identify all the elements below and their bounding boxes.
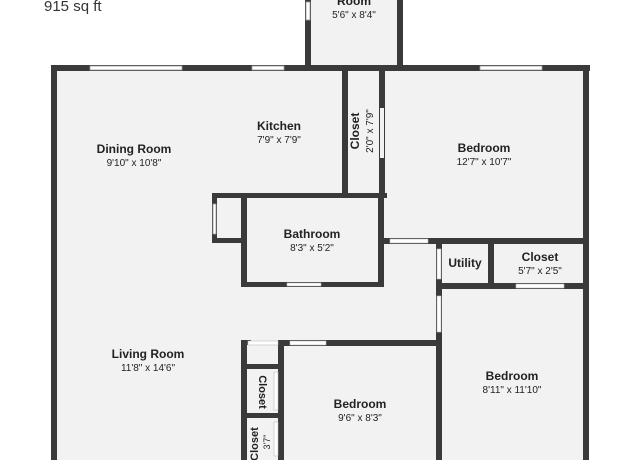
door-gap-closet [380,108,384,158]
wall-bath-west [241,193,247,286]
wall-stub-bottom [212,238,247,243]
wall-top-room-right [397,0,403,70]
bedroom-se-dims: 8'11" x 11'10" [483,385,542,396]
door-gap-closet-mid [273,371,279,411]
bathroom-name: Bathroom [284,227,341,241]
top-room-name: Room [337,0,371,8]
closet-bottom-name: Closet [249,427,261,460]
dining-dims: 9'10" x 10'8" [107,158,162,169]
wall-bedroom-s-top [278,340,442,346]
wall-exterior-top [51,65,590,71]
window-top-room [305,1,311,21]
utility-name: Utility [448,256,482,270]
door-gap-bath [286,282,322,287]
wall-bedroom-ne-south [380,238,589,244]
window-pantry [212,203,217,235]
bedroom-s-name: Bedroom [334,397,387,411]
kitchen-name: Kitchen [257,119,301,133]
living-name: Living Room [112,347,185,361]
room-labels: Room 5'6" x 8'4" Kitchen 7'9" x 7'9" Din… [97,0,563,460]
closet-upper-name: Closet [348,113,362,150]
door-gap-bedroom-se [436,295,442,333]
door-gap-bedroom-s [289,340,327,346]
windows [89,1,565,457]
bedroom-ne-dims: 12'7" x 10'7" [457,157,512,168]
floor-main [52,68,587,460]
wall-closets-west [241,340,247,460]
closet-mid-name: Closet [256,375,268,409]
wall-exterior-right [583,65,589,460]
total-area-label: 915 sq ft [44,0,102,15]
door-gap-closet-right [515,283,565,289]
dining-name: Dining Room [97,142,172,156]
window-bedroom-ne [479,65,543,71]
wall-closets-top [241,340,251,345]
closet-upper-dims: 2'0" x 7'9" [365,109,376,153]
window-kitchen [251,65,285,71]
wall-kitchen-east [342,68,348,197]
bedroom-s-dims: 9'6" x 8'3" [338,413,382,424]
closet-right-name: Closet [522,250,559,264]
kitchen-dims: 7'9" x 7'9" [257,135,301,146]
wall-utility-south [436,283,589,289]
door-gap-closet-bottom [273,421,279,457]
living-dims: 11'8" x 14'6" [121,363,176,374]
top-room-dims: 5'6" x 8'4" [332,10,376,21]
wall-utility-east [488,238,494,287]
floor-top-room [308,0,400,68]
door-gap-utility [436,248,442,280]
bathroom-dims: 8'3" x 5'2" [290,243,334,254]
wall-closet-mid-top [241,364,284,369]
wall-bedroom-se-west [436,283,442,460]
wall-kitchen-south [212,193,387,198]
door-gap-bedroom-ne [389,238,429,244]
closet-bottom-dims: 3'7" [262,435,272,450]
closet-right-dims: 5'7" x 2'5" [518,266,562,277]
floor-fill [52,0,587,460]
window-dining [89,65,183,71]
bedroom-ne-name: Bedroom [458,141,511,155]
door-gap-closet-small [247,340,279,346]
wall-bedroom-s-west [278,340,284,460]
bedroom-se-name: Bedroom [486,369,539,383]
wall-exterior-left [51,65,57,460]
wall-top-room-left [305,0,311,70]
wall-closet-mid-bottom [241,413,284,418]
